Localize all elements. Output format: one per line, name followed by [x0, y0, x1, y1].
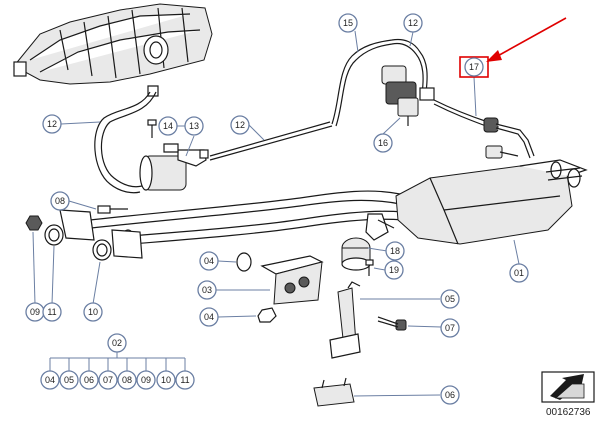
svg-text:09: 09: [30, 307, 40, 317]
vacuum-valve-16: [381, 65, 435, 126]
callout-12-top[interactable]: 12: [403, 13, 423, 33]
svg-text:14: 14: [163, 121, 173, 131]
callout-11-left[interactable]: 11: [42, 302, 62, 322]
nut-04: [257, 307, 277, 323]
svg-text:16: 16: [378, 138, 388, 148]
key-callout-11[interactable]: 11: [175, 370, 195, 390]
svg-text:12: 12: [408, 18, 418, 28]
bolt-08: [97, 205, 128, 214]
callout-04-lower[interactable]: 04: [199, 307, 219, 327]
svg-text:12: 12: [47, 119, 57, 129]
screw-14: [147, 119, 157, 138]
callout-02[interactable]: 02: [107, 333, 127, 353]
rear-muffler-01: [395, 159, 588, 245]
key-callout-05[interactable]: 05: [59, 370, 79, 390]
callout-14[interactable]: 14: [158, 116, 178, 136]
svg-text:04: 04: [204, 256, 214, 266]
exhaust-hanger-03: [260, 255, 324, 305]
callout-08-top[interactable]: 08: [50, 191, 70, 211]
bolt-07: [377, 316, 407, 331]
callout-15[interactable]: 15: [338, 13, 358, 33]
callout-09-left[interactable]: 09: [25, 302, 45, 322]
callout-12-middle[interactable]: 12: [230, 115, 250, 135]
svg-text:15: 15: [343, 18, 353, 28]
callout-18[interactable]: 18: [385, 241, 405, 261]
svg-text:10: 10: [161, 375, 171, 385]
key-callout-06[interactable]: 06: [79, 370, 99, 390]
svg-text:06: 06: [84, 375, 94, 385]
svg-text:01: 01: [514, 268, 524, 278]
svg-text:08: 08: [55, 196, 65, 206]
leader-lines: [32, 30, 520, 397]
vacuum-hose-left: [94, 91, 157, 194]
callout-06-right[interactable]: 06: [440, 385, 460, 405]
rubber-mount-18: [341, 237, 371, 271]
vacuum-line-12: [209, 121, 333, 161]
svg-text:05: 05: [64, 375, 74, 385]
svg-text:04: 04: [204, 312, 214, 322]
svg-text:19: 19: [389, 265, 399, 275]
svg-text:06: 06: [445, 390, 455, 400]
svg-text:08: 08: [122, 375, 132, 385]
svg-text:13: 13: [189, 121, 199, 131]
callout-17[interactable]: 17: [464, 57, 484, 77]
nut-09: [25, 215, 43, 231]
muffler-bracket: [365, 213, 395, 241]
svg-text:04: 04: [45, 375, 55, 385]
svg-text:11: 11: [180, 375, 189, 385]
callout-10-left[interactable]: 10: [83, 302, 103, 322]
svg-text:10: 10: [88, 307, 98, 317]
svg-text:12: 12: [235, 120, 245, 130]
key-callout-08[interactable]: 08: [117, 370, 137, 390]
key-callout-10[interactable]: 10: [156, 370, 176, 390]
svg-text:03: 03: [202, 285, 212, 295]
highlight-marker: [459, 17, 567, 78]
callout-01[interactable]: 01: [509, 263, 529, 283]
callout-19[interactable]: 19: [384, 260, 404, 280]
bracket-05: [329, 281, 361, 359]
exhaust-front-pipe: [59, 190, 403, 259]
svg-text:07: 07: [103, 375, 113, 385]
screw-19: [365, 259, 374, 276]
svg-text:11: 11: [47, 307, 56, 317]
callout-12-left[interactable]: 12: [42, 114, 62, 134]
svg-text:09: 09: [141, 375, 151, 385]
diagram-id: 00162736: [546, 407, 591, 418]
vacuum-hose-upper: [331, 38, 428, 127]
key-callout-04[interactable]: 04: [40, 370, 60, 390]
callout-13[interactable]: 13: [184, 116, 204, 136]
svg-text:07: 07: [445, 323, 455, 333]
parts-key-bracket: [49, 352, 186, 372]
gasket-11: [44, 224, 64, 246]
callout-07-right[interactable]: 07: [440, 318, 460, 338]
svg-text:17: 17: [469, 62, 479, 72]
svg-text:02: 02: [112, 338, 122, 348]
intake-manifold: [13, 3, 213, 97]
callout-03[interactable]: 03: [197, 280, 217, 300]
svg-text:18: 18: [390, 246, 400, 256]
ring-10: [92, 239, 112, 261]
clip-06: [313, 377, 355, 407]
canister-13: [139, 143, 209, 191]
arrow-head-icon: [486, 50, 502, 62]
key-callout-07[interactable]: 07: [98, 370, 118, 390]
callout-16[interactable]: 16: [373, 133, 393, 153]
svg-text:05: 05: [445, 294, 455, 304]
key-callout-09[interactable]: 09: [136, 370, 156, 390]
callout-04-upper[interactable]: 04: [199, 251, 219, 271]
exhaust-flap-actuator-17: [433, 99, 535, 159]
callout-05-right[interactable]: 05: [440, 289, 460, 309]
rubber-mount-04: [236, 252, 252, 272]
next-page-arrow-icon[interactable]: [541, 371, 595, 403]
highlight-box: [459, 56, 489, 78]
